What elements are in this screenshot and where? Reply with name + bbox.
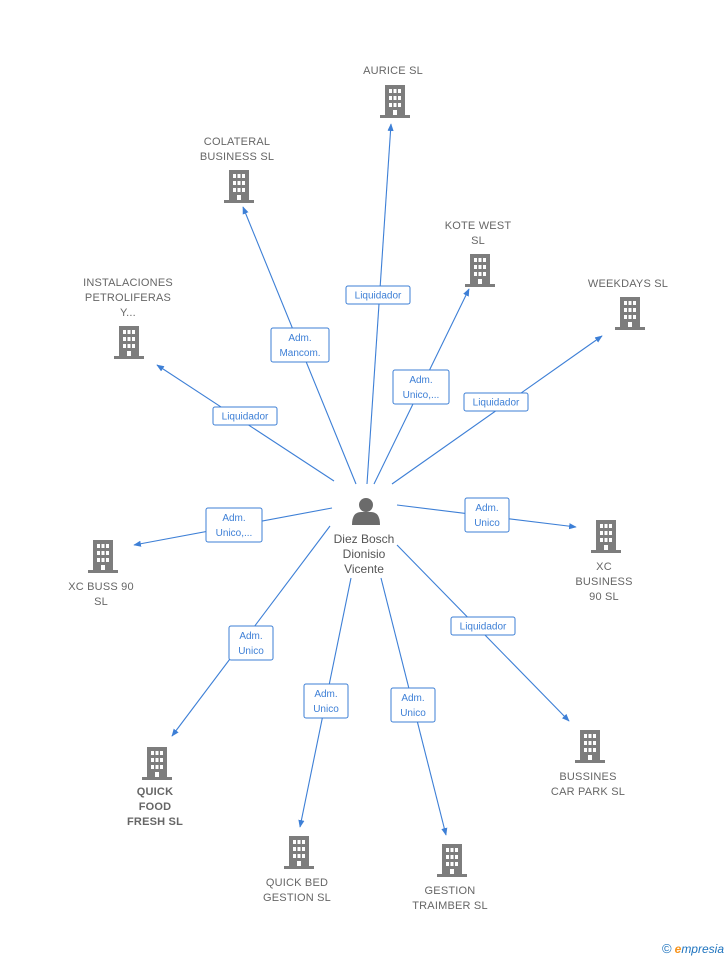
person-name-line-2: Dionisio xyxy=(343,547,386,561)
company-name-line: FRESH SL xyxy=(127,816,183,828)
company-node-bussines[interactable]: BUSSINES CAR PARK SL xyxy=(551,730,625,798)
building-icon xyxy=(284,836,314,869)
edge-role-text: Adm. xyxy=(288,333,311,344)
building-icon xyxy=(224,170,254,203)
company-name-line: XC BUSS 90 xyxy=(68,581,134,593)
company-node-quickfood[interactable]: QUICK FOOD FRESH SL xyxy=(127,747,183,828)
edge-role-text: Liquidador xyxy=(355,291,402,302)
building-icon xyxy=(114,326,144,359)
company-name-line: Y... xyxy=(120,307,136,319)
edge-role-badge[interactable] xyxy=(464,497,510,533)
company-node-aurice[interactable]: AURICE SL xyxy=(363,65,423,118)
brand-logo-initial: e xyxy=(674,942,682,956)
company-node-xcbuss[interactable]: XC BUSS 90 SL xyxy=(68,540,134,608)
company-name-line: XC xyxy=(596,561,612,573)
edge-role-text: Unico xyxy=(474,518,500,529)
company-name-line: INSTALACIONES xyxy=(83,277,173,289)
center-person-node[interactable]: Diez Bosch Dionisio Vicente xyxy=(334,498,395,576)
edge-role-text: Unico,... xyxy=(403,390,440,401)
edge-role-text: Unico xyxy=(400,708,426,719)
company-name-line: GESTION SL xyxy=(263,892,331,904)
company-name-line: COLATERAL xyxy=(204,136,270,148)
company-name-line: CAR PARK SL xyxy=(551,786,625,798)
edge-role-badge[interactable] xyxy=(228,625,274,661)
company-node-gestion[interactable]: GESTION TRAIMBER SL xyxy=(412,844,488,912)
building-icon xyxy=(88,540,118,573)
edge-gestion: Adm. Unico xyxy=(380,577,448,836)
company-name-line: FOOD xyxy=(139,801,172,813)
edge-instalaciones: Liquidador xyxy=(156,364,335,482)
company-name-line: BUSINESS xyxy=(575,576,632,588)
edge-role-badge[interactable] xyxy=(205,507,263,543)
edge-role-badge[interactable] xyxy=(270,327,330,363)
edge-weekdays: Liquidador xyxy=(391,335,603,485)
edge-kote: Adm. Unico,... xyxy=(373,288,470,485)
edge-role-text: Liquidador xyxy=(473,398,520,409)
building-icon xyxy=(142,747,172,780)
company-name-line: BUSSINES xyxy=(559,771,616,783)
edge-aurice: Liquidador xyxy=(345,123,411,485)
edge-role-text: Adm. xyxy=(239,631,262,642)
company-node-weekdays[interactable]: WEEKDAYS SL xyxy=(588,278,668,330)
company-name-line: SL xyxy=(94,596,108,608)
edge-bussines: Liquidador xyxy=(396,544,570,722)
edge-role-text: Liquidador xyxy=(460,622,507,633)
building-icon xyxy=(575,730,605,763)
edge-role-badge[interactable] xyxy=(463,392,529,412)
edge-role-badge[interactable] xyxy=(450,616,516,636)
empresia-brand[interactable]: ©empresia xyxy=(662,941,724,956)
company-name-line: WEEKDAYS SL xyxy=(588,278,668,290)
edge-role-badge[interactable] xyxy=(303,683,349,719)
company-name-line: PETROLIFERAS xyxy=(85,292,171,304)
edge-role-text: Liquidador xyxy=(222,412,269,423)
company-name-line: KOTE WEST xyxy=(445,220,512,232)
edge-quickbed: Adm. Unico xyxy=(298,577,352,828)
edges-layer: LiquidadorAdm.Mancom.Adm.Unico,...Liquid… xyxy=(133,123,603,836)
company-node-instalaciones[interactable]: INSTALACIONES PETROLIFERAS Y... xyxy=(83,277,173,359)
company-name-line: AURICE SL xyxy=(363,65,423,77)
edge-role-badge[interactable] xyxy=(212,406,278,426)
company-name-line: SL xyxy=(471,235,485,247)
building-icon xyxy=(591,520,621,553)
nodes-layer: AURICE SL COLATERAL BUSINESS SL KOTE WEST SL… xyxy=(68,65,668,912)
company-name-line: BUSINESS SL xyxy=(200,151,274,163)
company-node-quickbed[interactable]: QUICK BED GESTION SL xyxy=(263,836,331,904)
edge-role-badge[interactable] xyxy=(392,369,450,405)
company-name-line: TRAIMBER SL xyxy=(412,900,488,912)
company-node-colateral[interactable]: COLATERAL BUSINESS SL xyxy=(200,136,274,203)
edge-role-text: Adm. xyxy=(222,513,245,524)
company-name-line: GESTION xyxy=(425,885,476,897)
copyright-icon: © xyxy=(662,941,672,956)
edge-role-text: Unico xyxy=(313,704,339,715)
person-name-line-3: Vicente xyxy=(344,562,384,576)
edge-role-text: Adm. xyxy=(401,693,424,704)
edge-role-badge[interactable] xyxy=(345,285,411,305)
edge-quickfood: Adm. Unico xyxy=(171,525,331,737)
person-name-line-1: Diez Bosch xyxy=(334,532,395,546)
edge-role-text: Unico,... xyxy=(216,528,253,539)
building-icon xyxy=(615,297,645,330)
company-name-line: QUICK xyxy=(137,786,173,798)
edge-xcbusiness: Adm. Unico xyxy=(396,497,577,533)
edge-role-text: Unico xyxy=(238,646,264,657)
brand-logo-text: mpresia xyxy=(681,942,724,956)
edge-role-badge[interactable] xyxy=(390,687,436,723)
building-icon xyxy=(380,85,410,118)
edge-role-text: Adm. xyxy=(314,689,337,700)
company-name-line: QUICK BED xyxy=(266,877,328,889)
edge-role-text: Adm. xyxy=(409,375,432,386)
person-icon xyxy=(352,498,380,525)
building-icon xyxy=(437,844,467,877)
building-icon xyxy=(465,254,495,287)
company-node-xcbusiness[interactable]: XC BUSINESS 90 SL xyxy=(575,520,632,603)
edge-role-text: Adm. xyxy=(475,503,498,514)
company-node-kote[interactable]: KOTE WEST SL xyxy=(445,220,512,287)
edge-colateral: Adm. Mancom. xyxy=(242,206,357,485)
company-name-line: 90 SL xyxy=(589,591,619,603)
edge-xcbuss: Adm. Unico,... xyxy=(133,507,333,547)
edge-role-text: Mancom. xyxy=(279,348,320,359)
